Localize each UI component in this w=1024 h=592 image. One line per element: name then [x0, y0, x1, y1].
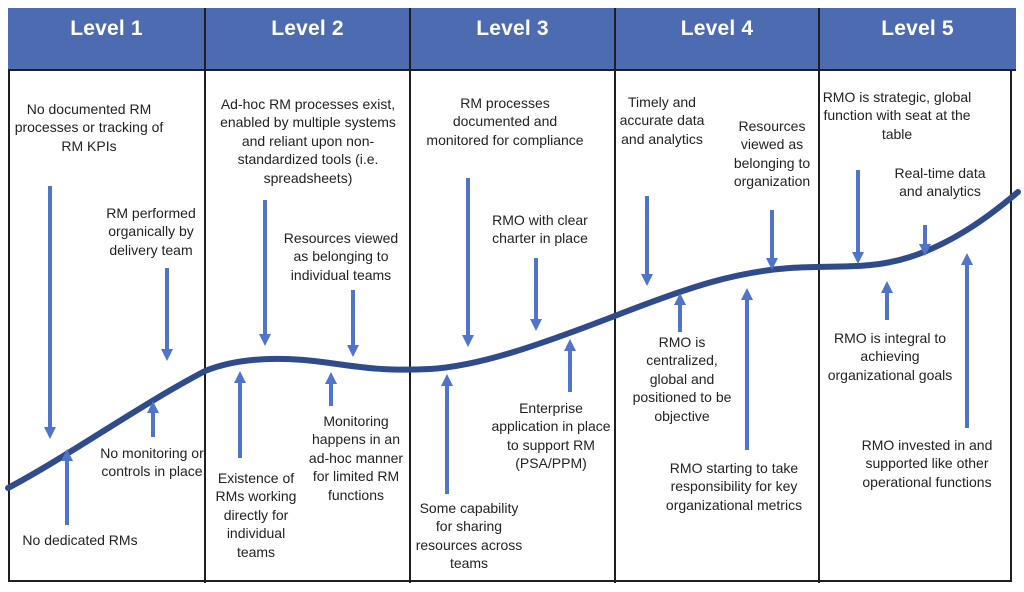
annotation: Real-time data and analytics — [894, 165, 986, 200]
annotation: RMO starting to take responsibility for … — [665, 460, 803, 513]
annotation: No dedicated RMs — [22, 532, 138, 548]
annotation: Resources viewed as belonging to organiz… — [733, 118, 811, 190]
annotation: RM performed organically by delivery tea… — [106, 205, 196, 258]
header-band — [8, 8, 1016, 71]
annotation: RMO is strategic, global function with s… — [822, 89, 972, 142]
column-header-level-4: Level 4 — [680, 17, 754, 40]
column-header-level-1: Level 1 — [70, 17, 143, 40]
column-header-level-5: Level 5 — [881, 17, 954, 40]
column-divider — [818, 8, 820, 583]
annotation: No monitoring or controls in place — [100, 445, 204, 480]
annotation: No documented RM processes or tracking o… — [14, 101, 164, 154]
annotation: Existence of RMs working directly for in… — [215, 470, 297, 560]
annotation: RM processes documented and monitored fo… — [426, 95, 584, 148]
annotation: Ad-hoc RM processes exist, enabled by mu… — [220, 96, 396, 186]
annotation: Some capability for sharing resources ac… — [415, 500, 523, 572]
annotation: RMO is integral to achieving organizatio… — [827, 330, 953, 383]
annotation: Timely and accurate data and analytics — [619, 94, 705, 147]
column-divider — [614, 8, 616, 583]
annotation: Resources viewed as belonging to individ… — [283, 230, 399, 283]
annotation: RMO with clear charter in place — [492, 212, 588, 247]
annotation: RMO invested in and supported like other… — [861, 437, 993, 490]
annotation: Monitoring happens in an ad-hoc manner f… — [308, 413, 404, 503]
column-divider — [204, 8, 206, 583]
column-header-level-3: Level 3 — [476, 17, 549, 40]
annotation: Enterprise application in place to suppo… — [491, 400, 611, 472]
column-divider — [409, 8, 411, 583]
column-header-level-2: Level 2 — [271, 17, 344, 40]
annotation: RMO is centralized, global and positione… — [632, 334, 732, 424]
